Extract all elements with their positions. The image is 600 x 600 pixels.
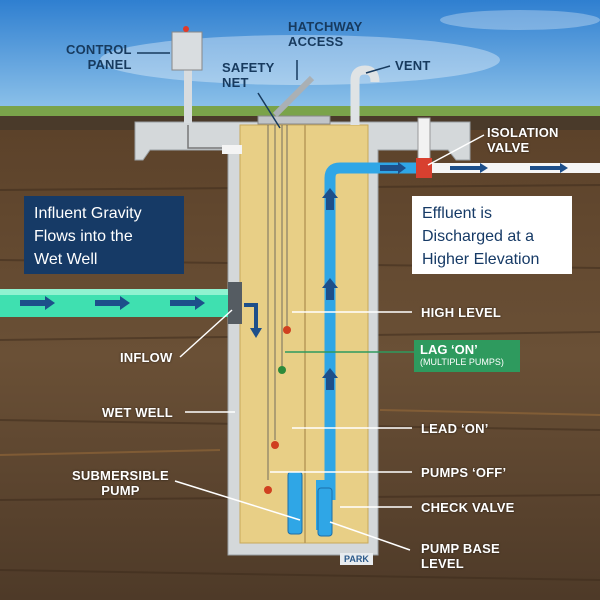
control-panel-box: [171, 31, 203, 71]
submersible-pump-2: [317, 487, 333, 537]
callout-line: Wet Well: [34, 251, 98, 268]
isolation-valve-body: [416, 158, 432, 178]
effluent-pipe: [432, 163, 600, 173]
check-valve-label: CHECK VALVE: [421, 500, 515, 515]
callout-line: Influent Gravity: [34, 205, 142, 222]
callout-line: Discharged at a: [422, 228, 535, 245]
wet-well-liner: [239, 124, 369, 544]
lead-on-label: LEAD ‘ON’: [421, 421, 489, 436]
label-line: CONTROL: [66, 42, 132, 57]
hatch-lid: [272, 75, 315, 118]
callout-line: Higher Elevation: [422, 251, 540, 268]
callout-line: Effluent is: [422, 205, 492, 222]
label-line: PUMP BASE: [421, 541, 500, 556]
label-line: SAFETY: [222, 60, 275, 75]
label-line: VALVE: [487, 140, 530, 155]
grass: [0, 106, 600, 116]
pumps-off-label: PUMPS ‘OFF’: [421, 465, 507, 480]
high-level-label: HIGH LEVEL: [421, 305, 502, 320]
label-line: LEVEL: [421, 556, 464, 571]
wet-well-label: WET WELL: [102, 405, 173, 420]
label-line: ACCESS: [288, 34, 344, 49]
influent-callout: Influent Gravity Flows into the Wet Well: [24, 196, 184, 274]
park-logo: PARK: [340, 553, 373, 565]
inflow-label: INFLOW: [120, 350, 173, 365]
submersible-pump-1: [287, 471, 303, 535]
hatch: [257, 115, 331, 125]
label-line: HATCHWAY: [288, 19, 363, 34]
label-line: PANEL: [87, 57, 132, 72]
vent-pipe: [350, 65, 380, 125]
vent-label: VENT: [395, 58, 431, 73]
label-line: NET: [222, 75, 249, 90]
lag-on-note: (MULTIPLE PUMPS): [420, 357, 504, 367]
lag-on-title: LAG ‘ON’: [420, 342, 478, 357]
effluent-callout: Effluent is Discharged at a Higher Eleva…: [412, 196, 572, 274]
callout-line: Flows into the: [34, 228, 133, 245]
lag-on-label: LAG ‘ON’ (MULTIPLE PUMPS): [414, 340, 520, 372]
label-line: ISOLATION: [487, 125, 559, 140]
label-line: PUMP: [101, 483, 140, 498]
discharge-pipe: [324, 162, 420, 500]
label-line: SUBMERSIBLE: [72, 468, 169, 483]
